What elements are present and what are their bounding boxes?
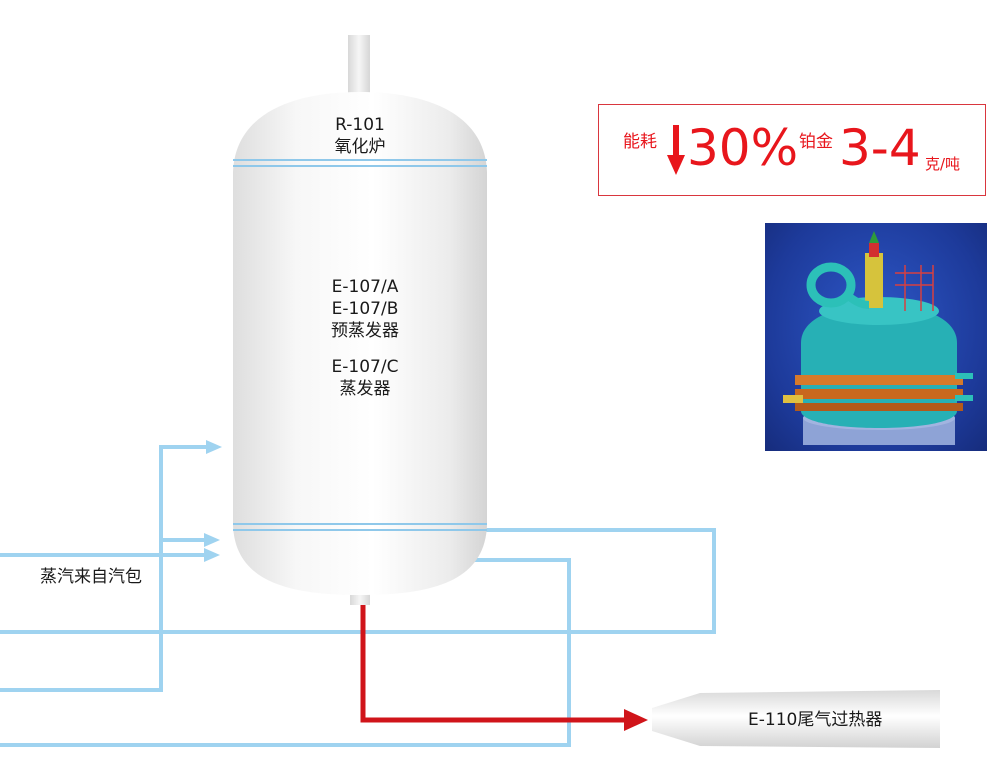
reactor-photo <box>765 223 987 451</box>
platinum-label: 铂金 <box>799 132 833 152</box>
energy-value: 30% <box>687 119 799 177</box>
arrow-icon <box>204 533 220 547</box>
platinum-value: 3-4 <box>839 119 921 177</box>
steam-lines <box>0 445 716 747</box>
top-flange <box>233 159 487 167</box>
vessel-shell <box>233 92 487 595</box>
steam-line-return <box>0 528 716 634</box>
steam-line-bottom <box>0 558 571 747</box>
hot-gas-line <box>360 605 648 731</box>
vessel-top-label: R-101 氧化炉 <box>300 114 420 158</box>
steam-arrows <box>204 440 222 562</box>
bottom-flange <box>233 523 487 531</box>
reactor-name: 氧化炉 <box>334 137 386 157</box>
superheater <box>652 690 940 748</box>
evaporator-tag-a: E-107/A <box>331 277 399 297</box>
reactor-render-image <box>783 231 973 445</box>
arrow-icon <box>204 548 220 562</box>
evaporator-name: 蒸发器 <box>339 379 391 399</box>
steam-source-label: 蒸汽来自汽包 <box>40 567 142 587</box>
steam-line-riser <box>0 445 212 692</box>
pre-evaporator-name: 预蒸发器 <box>331 321 399 341</box>
energy-label: 能耗 <box>623 132 657 152</box>
vessel-mid-label: E-107/A E-107/B 预蒸发器 E-107/C 蒸发器 <box>300 276 430 400</box>
arrow-icon <box>206 440 222 454</box>
spec-callout: 能耗 30% 铂金 3-4 克/吨 <box>598 104 986 196</box>
arrow-down-icon <box>667 125 685 175</box>
reactor-tag: R-101 <box>335 115 385 135</box>
arrow-icon <box>624 709 648 731</box>
reactor-vessel <box>233 35 487 605</box>
evaporator-tag-b: E-107/B <box>331 299 399 319</box>
platinum-unit: 克/吨 <box>925 155 961 173</box>
evaporator-tag-c: E-107/C <box>331 357 399 377</box>
top-nozzle <box>348 35 370 95</box>
superheater-label: E-110尾气过热器 <box>748 710 883 730</box>
